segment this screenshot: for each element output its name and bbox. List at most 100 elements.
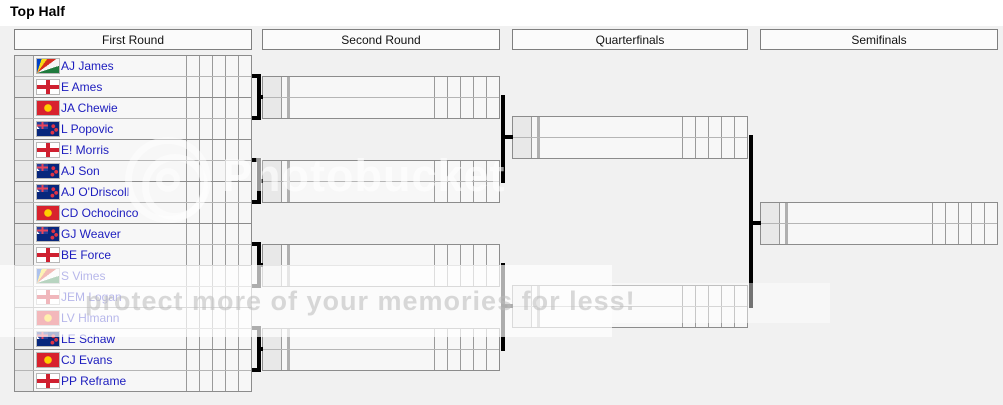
player-name-link[interactable]: PP Reframe xyxy=(61,374,127,388)
round-header-first-round: First Round xyxy=(14,29,252,50)
seed-cell xyxy=(513,138,532,158)
player-row: CD Ochocinco xyxy=(15,203,251,223)
semifinal-slot xyxy=(760,202,998,245)
score-cell xyxy=(682,307,695,327)
round-header-quarterfinals: Quarterfinals xyxy=(512,29,748,50)
player-name-link[interactable]: JA Chewie xyxy=(61,101,118,115)
score-cell xyxy=(238,140,251,160)
bracket-connector xyxy=(252,368,257,372)
score-cell xyxy=(734,117,747,137)
score-cell xyxy=(447,77,460,97)
score-cell xyxy=(434,245,447,265)
score-cell xyxy=(434,161,447,181)
country-flag-icon xyxy=(35,373,60,389)
empty-name-cell xyxy=(540,138,682,158)
score-cell xyxy=(225,371,238,391)
score-cell xyxy=(473,350,486,370)
score-cell xyxy=(447,245,460,265)
score-cell xyxy=(225,119,238,139)
flag-cell xyxy=(34,182,61,202)
score-cell xyxy=(238,56,251,76)
score-cell xyxy=(212,140,225,160)
bracket-connector xyxy=(252,158,257,162)
player-name-link[interactable]: GJ Weaver xyxy=(61,227,121,241)
player-name-link[interactable]: AJ Son xyxy=(61,164,100,178)
score-cell xyxy=(225,140,238,160)
player-row: GJ Weaver xyxy=(15,224,251,245)
score-cell xyxy=(460,245,473,265)
seed-cell xyxy=(263,245,282,265)
empty-name-cell xyxy=(290,98,434,118)
flag-divider xyxy=(537,138,540,158)
score-cell xyxy=(486,98,499,118)
player-name-link[interactable]: E Ames xyxy=(61,80,103,94)
flag-cell xyxy=(34,203,61,223)
seed-cell xyxy=(15,203,34,223)
score-cell xyxy=(473,245,486,265)
player-name-link[interactable]: CD Ochocinco xyxy=(61,206,139,220)
flag-divider xyxy=(287,182,290,202)
score-cell xyxy=(486,329,499,349)
score-cell xyxy=(971,224,984,244)
player-row: AJ Son xyxy=(15,161,251,181)
player-name-link[interactable]: L Popovic xyxy=(61,122,114,136)
empty-name-cell xyxy=(290,77,434,97)
score-cell xyxy=(734,286,747,306)
bracket-connector xyxy=(501,95,505,183)
player-row: BE Force xyxy=(15,245,251,265)
score-cell xyxy=(486,77,499,97)
bracket-connector xyxy=(252,242,257,246)
score-cell xyxy=(734,138,747,158)
score-cell xyxy=(212,224,225,244)
second-round-slot-1 xyxy=(262,76,500,119)
score-cell xyxy=(212,203,225,223)
score-cell xyxy=(447,161,460,181)
score-cell xyxy=(186,245,199,265)
score-cell xyxy=(225,203,238,223)
score-cell xyxy=(212,77,225,97)
score-cell xyxy=(434,182,447,202)
score-cell xyxy=(932,224,945,244)
seed-cell xyxy=(263,161,282,181)
player-name-link[interactable]: CJ Evans xyxy=(61,353,113,367)
score-cell xyxy=(199,119,212,139)
score-cell xyxy=(434,98,447,118)
score-cell xyxy=(682,117,695,137)
player-name-link[interactable]: AJ James xyxy=(61,59,114,73)
seed-cell xyxy=(15,182,34,202)
score-cell xyxy=(971,203,984,223)
score-cell xyxy=(238,371,251,391)
score-cell xyxy=(958,203,971,223)
player-name-link[interactable]: BE Force xyxy=(61,248,112,262)
player-row: AJ James xyxy=(15,56,251,77)
score-cell xyxy=(238,98,251,118)
score-cell xyxy=(212,245,225,265)
score-cell xyxy=(682,138,695,158)
score-cell xyxy=(460,350,473,370)
score-cell xyxy=(186,119,199,139)
first-round-match-5: GJ Weaver BE Force xyxy=(14,223,252,266)
score-cell xyxy=(695,307,708,327)
first-round-match-8: CJ Evans PP Reframe xyxy=(14,349,252,392)
page-title: Top Half xyxy=(10,3,65,19)
flag-cell xyxy=(34,371,61,391)
player-name-link[interactable]: AJ O'Driscoll xyxy=(61,185,130,199)
bracket-connector xyxy=(257,347,263,351)
score-cell xyxy=(199,56,212,76)
score-cell xyxy=(721,117,734,137)
player-name-link[interactable]: E! Morris xyxy=(61,143,109,157)
bracket-connector xyxy=(257,95,263,99)
score-cell xyxy=(708,138,721,158)
score-cell xyxy=(186,56,199,76)
flag-divider xyxy=(785,224,788,244)
score-cell xyxy=(721,138,734,158)
score-cell xyxy=(212,350,225,370)
score-cell xyxy=(447,98,460,118)
first-round-match-2: JA Chewie L Popovic xyxy=(14,97,252,140)
score-cell xyxy=(460,161,473,181)
flag-cell xyxy=(34,245,61,265)
seed-cell xyxy=(513,117,532,137)
empty-name-cell xyxy=(290,350,434,370)
flag-divider xyxy=(287,350,290,370)
score-cell xyxy=(238,77,251,97)
